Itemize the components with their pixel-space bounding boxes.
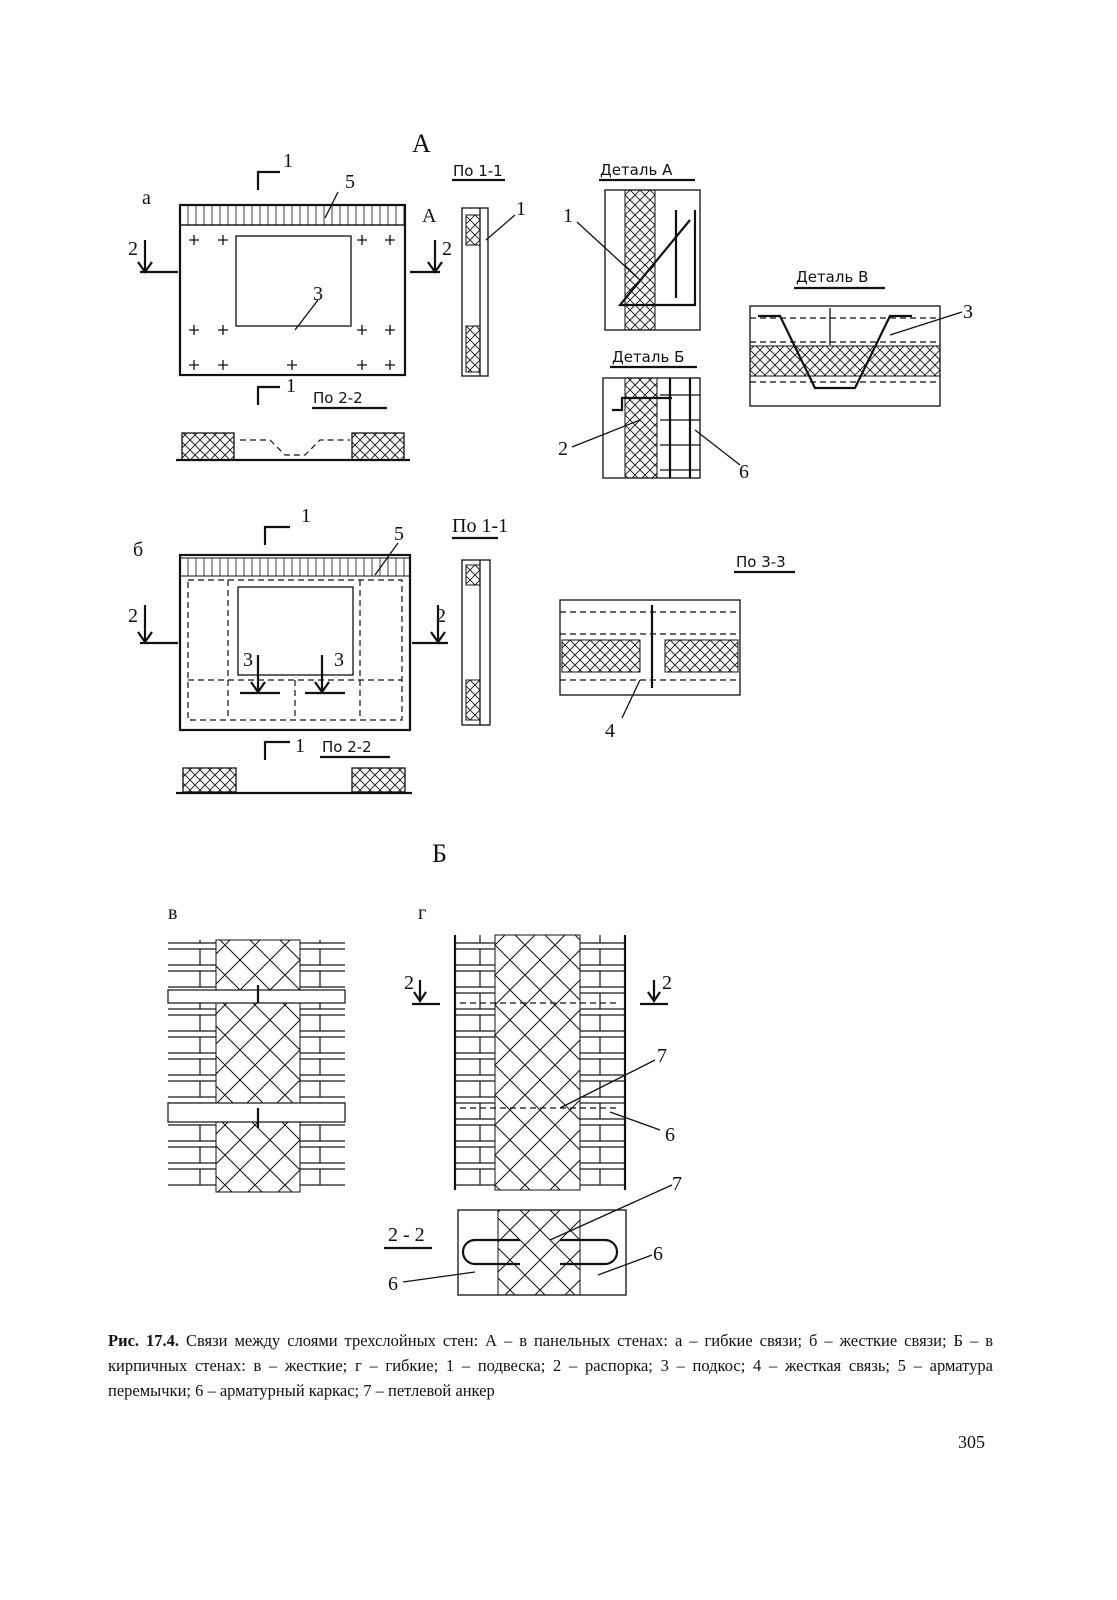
section-2-2-a	[176, 432, 410, 462]
cut-2-left: 2	[128, 238, 138, 260]
panel-a-elevation: 1 5 А 2 2 3 1	[128, 150, 452, 405]
brick-wall-rigid	[167, 939, 346, 1193]
section-3-3-title: По 3-3	[736, 553, 786, 571]
section-2-2-g: 7 6 6	[388, 1173, 682, 1296]
detail-b-title: Деталь Б	[612, 348, 684, 366]
panel-b-elevation: 1 5 2 2 3 3 1	[128, 505, 448, 760]
cut-3-right: 3	[334, 649, 344, 671]
section-2-2-g-title: 2 - 2	[388, 1224, 425, 1246]
caption-prefix: Рис. 17.4.	[108, 1331, 180, 1350]
callout-7-b: 7	[672, 1173, 682, 1195]
detail-a-marker: А	[422, 205, 437, 227]
section-2-2-a-title: По 2-2	[313, 389, 363, 407]
detail-a-title: Деталь А	[600, 161, 673, 179]
callout-6-b: 6	[653, 1243, 663, 1265]
callout-3-a: 3	[313, 283, 323, 305]
cut-1-bottom-b: 1	[295, 735, 305, 757]
callout-6-detail-b: 6	[739, 461, 749, 483]
part-a-label: А	[412, 129, 431, 158]
callout-5-a: 5	[345, 171, 355, 193]
section-1-1-b-title: По 1-1	[452, 515, 508, 537]
cut-1-bottom: 1	[286, 375, 296, 397]
callout-2-detail-b: 2	[558, 438, 568, 460]
sub-v-label: в	[168, 902, 177, 924]
cut-2-right: 2	[442, 238, 452, 260]
callout-4: 4	[605, 720, 615, 742]
sub-a-label: а	[142, 187, 151, 209]
cut-3-left: 3	[243, 649, 253, 671]
section-2-2-b-title: По 2-2	[322, 738, 372, 756]
detail-v: 3	[749, 301, 973, 407]
cut-1-top: 1	[283, 150, 293, 172]
section-1-1-a-title: По 1-1	[453, 162, 503, 180]
section-3-3: 4	[559, 599, 741, 742]
figure-caption: Рис. 17.4. Связи между слоями трехслойны…	[108, 1328, 993, 1403]
section-1-1-a: 1	[461, 198, 526, 377]
brick-wall-flexible: 2 2 7 6	[404, 934, 675, 1191]
section-2-2-b	[176, 767, 412, 795]
callout-1-detail-a: 1	[563, 205, 573, 227]
sub-b-label: б	[133, 539, 143, 561]
cut-2-left-g: 2	[404, 972, 414, 994]
callout-6-c: 6	[388, 1273, 398, 1295]
caption-text: Связи между слоями трехслойных стен: А –…	[108, 1331, 994, 1400]
detail-b: 2 6	[558, 377, 749, 483]
detail-v-title: Деталь В	[796, 268, 868, 286]
detail-a: 1	[563, 189, 701, 331]
cut-2-right-b: 2	[436, 605, 446, 627]
section-1-1-b	[461, 559, 491, 726]
part-b-label: Б	[432, 839, 447, 868]
cut-2-left-b: 2	[128, 605, 138, 627]
callout-3-detail-v: 3	[963, 301, 973, 323]
callout-6-a: 6	[665, 1124, 675, 1146]
cut-2-right-g: 2	[662, 972, 672, 994]
cut-1-top-b: 1	[301, 505, 311, 527]
callout-5-b: 5	[394, 523, 404, 545]
callout-1-sec: 1	[516, 198, 526, 220]
sub-g-label: г	[418, 902, 426, 924]
callout-7-a: 7	[657, 1045, 667, 1067]
page-number: 305	[958, 1432, 985, 1452]
